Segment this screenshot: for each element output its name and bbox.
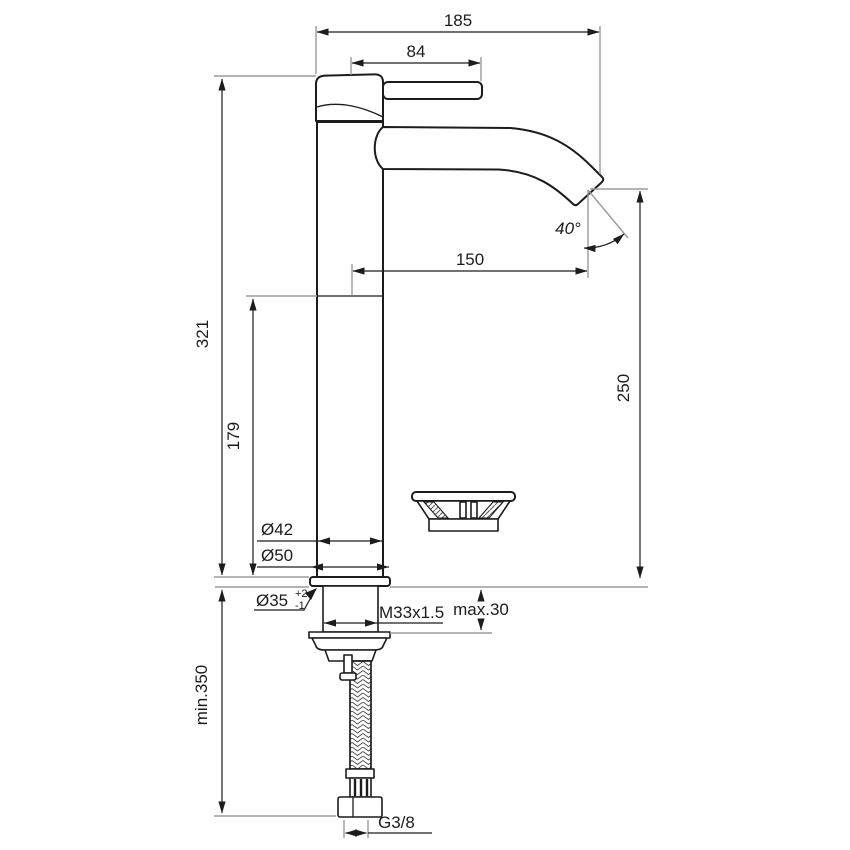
- mounting-nut: [311, 637, 388, 651]
- lever-handle: [382, 81, 483, 100]
- faucet-body: [316, 121, 384, 579]
- hose-collar: [345, 768, 375, 779]
- dim-body-diameter-label: Ø42: [261, 520, 293, 539]
- dim-body-height-label: 179: [224, 422, 243, 450]
- faucet-outline: [308, 73, 605, 818]
- pull-rod: [343, 654, 353, 674]
- dim-handle-length-label: 84: [407, 42, 426, 61]
- dim-outlet-height-label: 250: [614, 374, 633, 402]
- dim-spout-reach-label: 150: [456, 250, 484, 269]
- dim-angle-arc: [583, 233, 625, 253]
- spout: [373, 126, 605, 207]
- dim-max-deck-label: max.30: [453, 600, 509, 619]
- pull-rod-knob: [339, 672, 357, 681]
- handle-cap-seam: [316, 103, 384, 118]
- base-plate: [309, 576, 391, 587]
- waste-plug: [411, 491, 516, 532]
- dim-base-diameter-label: Ø50: [261, 546, 293, 565]
- dim-hole-diameter-label: Ø35: [256, 591, 288, 610]
- dim-hose-thread-label: G3/8: [378, 813, 415, 832]
- dim-min-hose-label: min.350: [192, 665, 211, 725]
- waste-plug-base: [428, 518, 499, 532]
- mounting-nut-flange: [308, 631, 391, 639]
- dim-total-height-label: 321: [193, 320, 212, 348]
- dim-shank-thread-label: M33x1.5: [379, 603, 444, 622]
- waste-plug-cap: [411, 491, 516, 502]
- waste-plug-strut-center: [470, 501, 478, 519]
- dim-spout-angle-label: 40°: [555, 219, 581, 238]
- handle-cap: [315, 73, 384, 122]
- dim-hole-tol-plus: +2: [295, 588, 308, 600]
- waste-plug-strut-right: [477, 501, 505, 519]
- waste-plug-strut-center: [459, 501, 467, 519]
- dim-hole-tol-minus: -1: [295, 600, 305, 612]
- dimension-lines: [218, 28, 644, 837]
- hose-hex-nut: [337, 796, 383, 818]
- extension-lines: [214, 26, 648, 838]
- angle-ray: [587, 189, 629, 239]
- dimension-labels: 185 84 150 40° 250 321 179 Ø42 Ø50 Ø35 +…: [192, 11, 633, 832]
- dim-total-width-label: 185: [444, 11, 472, 30]
- waste-plug-strut-left: [422, 501, 450, 519]
